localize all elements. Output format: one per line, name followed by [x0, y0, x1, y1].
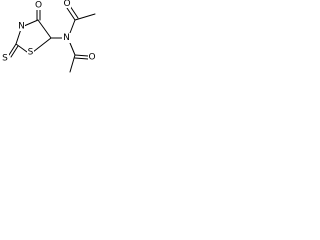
- bond-acetyl-bottom-o-a: [74, 54, 89, 57]
- bond-n3-c2: [15, 28, 22, 45]
- bond-c2-s-double-a: [8, 43, 17, 56]
- bond-acetyl-top-o-a: [66, 7, 76, 21]
- label-bg-s-thione: [1, 54, 9, 63]
- bond-c4-n3: [23, 19, 39, 27]
- atom-s-ring: S: [28, 48, 34, 58]
- atom-o-acetyl-bottom: O: [88, 53, 95, 63]
- label-bg-n-imide: [62, 33, 71, 43]
- bond-n-acetyl-bottom: [69, 42, 76, 56]
- bond-c4-c5: [37, 19, 52, 39]
- bond-acetyl-bottom-o-b: [74, 57, 89, 60]
- atom-s-thione: S: [2, 54, 8, 64]
- structure-diagram: O N S S N O O: [1, 0, 96, 73]
- label-bg-n-ring: [18, 22, 25, 31]
- label-bg-s-ring: [27, 48, 34, 57]
- label-bg-o-ring: [35, 1, 42, 10]
- label-bg-o-acetyl-top: [63, 0, 71, 8]
- label-bg-o-acetyl-bottom: [88, 53, 96, 62]
- bond-c2-s1: [15, 43, 28, 53]
- bond-acetyl-bottom-methyl: [69, 54, 76, 73]
- bond-s1-c5: [32, 37, 52, 53]
- bond-c2-s-double-b: [10, 45, 19, 58]
- atom-n-imide: N: [63, 33, 70, 43]
- atom-o-ring: O: [35, 1, 42, 11]
- atom-o-acetyl-top: O: [63, 0, 70, 9]
- bond-acetyl-top-methyl: [74, 13, 96, 21]
- bond-n-acetyl-top: [69, 19, 76, 34]
- bond-acetyl-top-o-b: [69, 5, 79, 19]
- atom-n-ring: N: [18, 22, 25, 32]
